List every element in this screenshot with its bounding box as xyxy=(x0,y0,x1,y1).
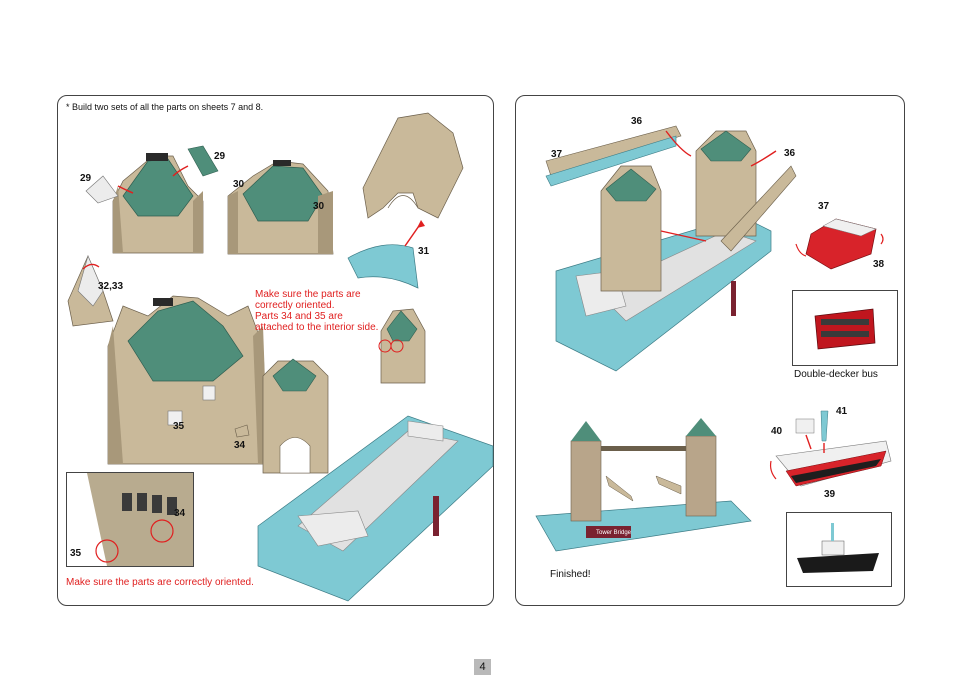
finished-model-illustration xyxy=(531,416,761,556)
part-34-piece xyxy=(233,421,253,441)
part-35-label-tower: 35 xyxy=(173,421,184,432)
part-34-label-inset: 34 xyxy=(174,508,185,519)
boat-photo-image xyxy=(787,513,891,586)
building-facade-photo xyxy=(67,473,193,566)
inset-detail-photo xyxy=(66,472,194,567)
double-decker-bus-photo xyxy=(792,290,898,366)
part-37-label-right: 37 xyxy=(818,201,829,212)
boat-assembly-illustration xyxy=(766,401,901,501)
right-instruction-panel: 36 36 37 37 38 Double-decker bus Tower B… xyxy=(515,95,905,606)
finished-caption: Finished! xyxy=(550,569,591,580)
part-40-label: 40 xyxy=(771,426,782,437)
bus-caption: Double-decker bus xyxy=(794,369,878,380)
base-platform-illustration xyxy=(258,406,498,606)
bus-photo-image xyxy=(793,291,897,365)
orientation-note-line2: correctly oriented. xyxy=(255,300,334,311)
part-36-label-right: 36 xyxy=(784,148,795,159)
orientation-note-line4: attached to the interior side. xyxy=(255,322,378,333)
part-29-label-left: 29 xyxy=(80,173,91,184)
bridge-assembly-illustration xyxy=(526,121,796,381)
left-instruction-panel: * Build two sets of all the parts on she… xyxy=(57,95,494,606)
orientation-note-line1: Make sure the parts are xyxy=(255,289,361,300)
part-41-label: 41 xyxy=(836,406,847,417)
build-two-sets-note: * Build two sets of all the parts on she… xyxy=(66,102,263,113)
part-30-label-left: 30 xyxy=(233,179,244,190)
finished-boat-photo xyxy=(786,512,892,587)
inset-orientation-note: Make sure the parts are correctly orient… xyxy=(66,577,254,588)
finished-model-sign: Tower Bridge xyxy=(596,528,631,539)
part-31-label: 31 xyxy=(418,246,429,257)
page-number: 4 xyxy=(474,659,491,675)
small-tower-detail-illustration xyxy=(373,301,433,386)
part-35-label-inset: 35 xyxy=(70,548,81,559)
part-37-label-left: 37 xyxy=(551,149,562,160)
arch-part-31-illustration xyxy=(343,108,483,308)
tower-top-part-30-illustration xyxy=(223,146,353,256)
orientation-note-line3: Parts 34 and 35 are xyxy=(255,311,343,322)
part-34-label-tower: 34 xyxy=(234,440,245,451)
part-36-label-left: 36 xyxy=(631,116,642,127)
part-30-label-right: 30 xyxy=(313,201,324,212)
part-39-label: 39 xyxy=(824,489,835,500)
part-38-label: 38 xyxy=(873,259,884,270)
